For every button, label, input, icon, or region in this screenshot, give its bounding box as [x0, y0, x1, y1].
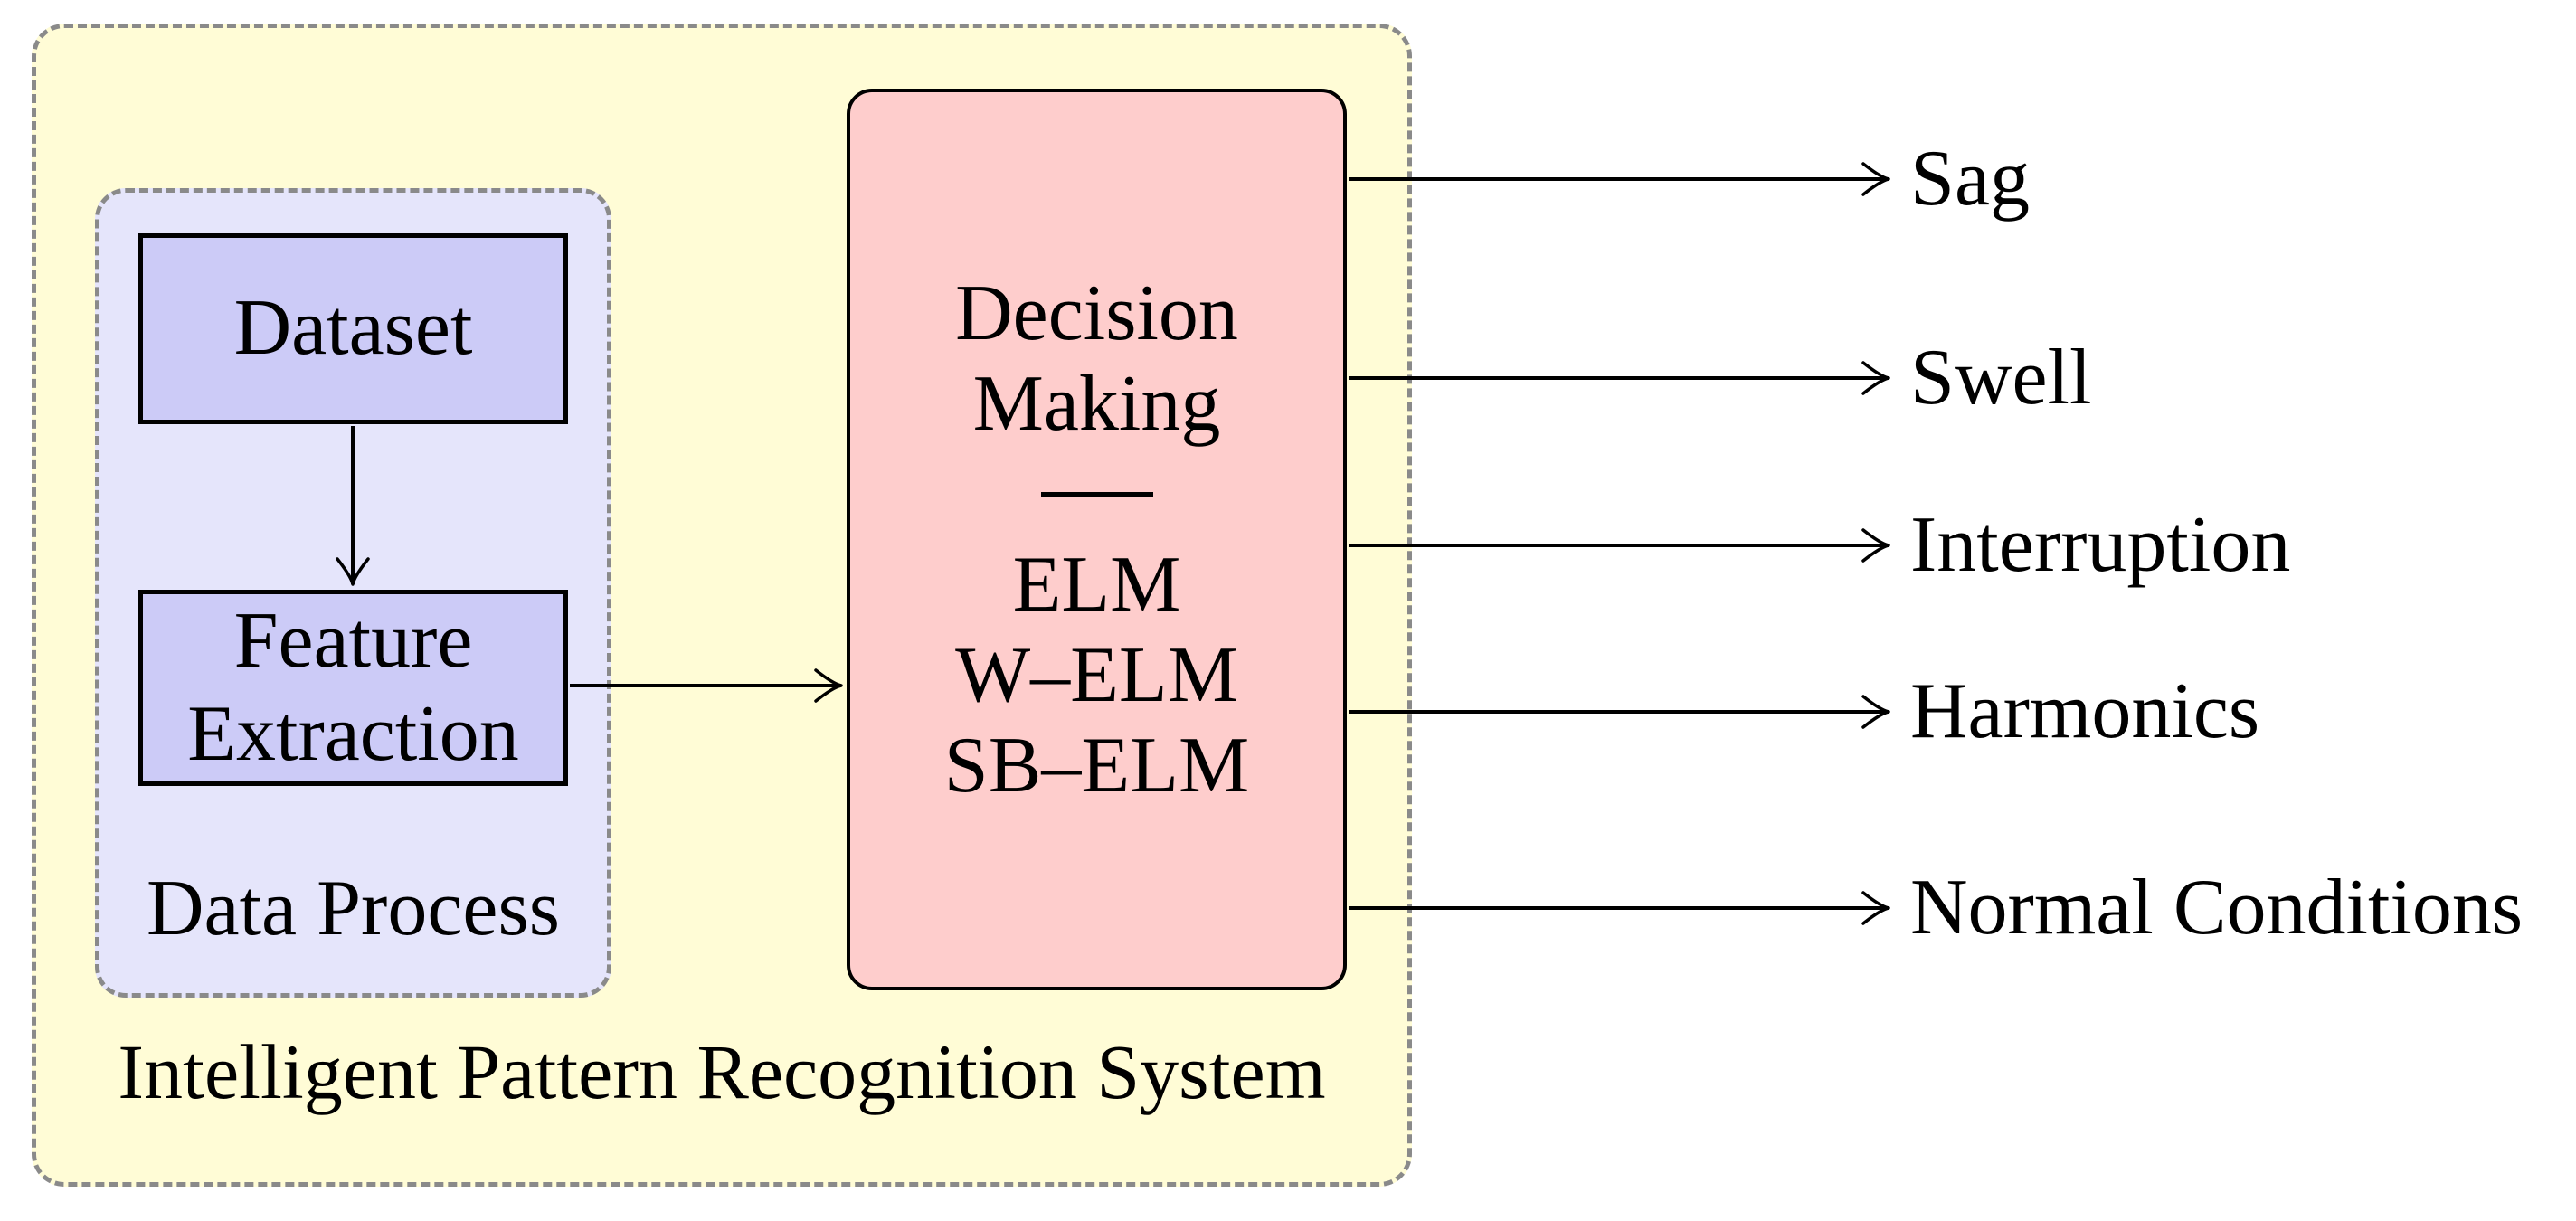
decision-method-sbelm: SB–ELM	[943, 721, 1250, 809]
dataset-node: Dataset	[138, 233, 568, 424]
output-label-normal-conditions: Normal Conditions	[1910, 864, 2524, 951]
output-label-harmonics: Harmonics	[1910, 667, 2260, 755]
decision-title-line2: Making	[972, 359, 1221, 448]
output-label-swell: Swell	[1910, 334, 2092, 421]
output-label-sag: Sag	[1910, 135, 2030, 222]
decision-title-line1: Decision	[955, 269, 1238, 357]
decision-divider-row	[1040, 450, 1153, 540]
feature-extraction-node: Feature Extraction	[138, 590, 568, 786]
data-process-caption: Data Process	[147, 865, 560, 952]
decision-method-elm: ELM	[1012, 540, 1181, 629]
decision-making-node: Decision Making ELM W–ELM SB–ELM	[847, 89, 1347, 990]
system-caption: Intelligent Pattern Recognition System	[118, 1028, 1326, 1115]
divider-line	[1040, 492, 1153, 497]
decision-method-welm: W–ELM	[955, 630, 1238, 719]
dataset-node-label: Dataset	[233, 284, 473, 373]
output-label-interruption: Interruption	[1910, 501, 2291, 589]
feature-extraction-node-label: Feature Extraction	[187, 597, 519, 778]
